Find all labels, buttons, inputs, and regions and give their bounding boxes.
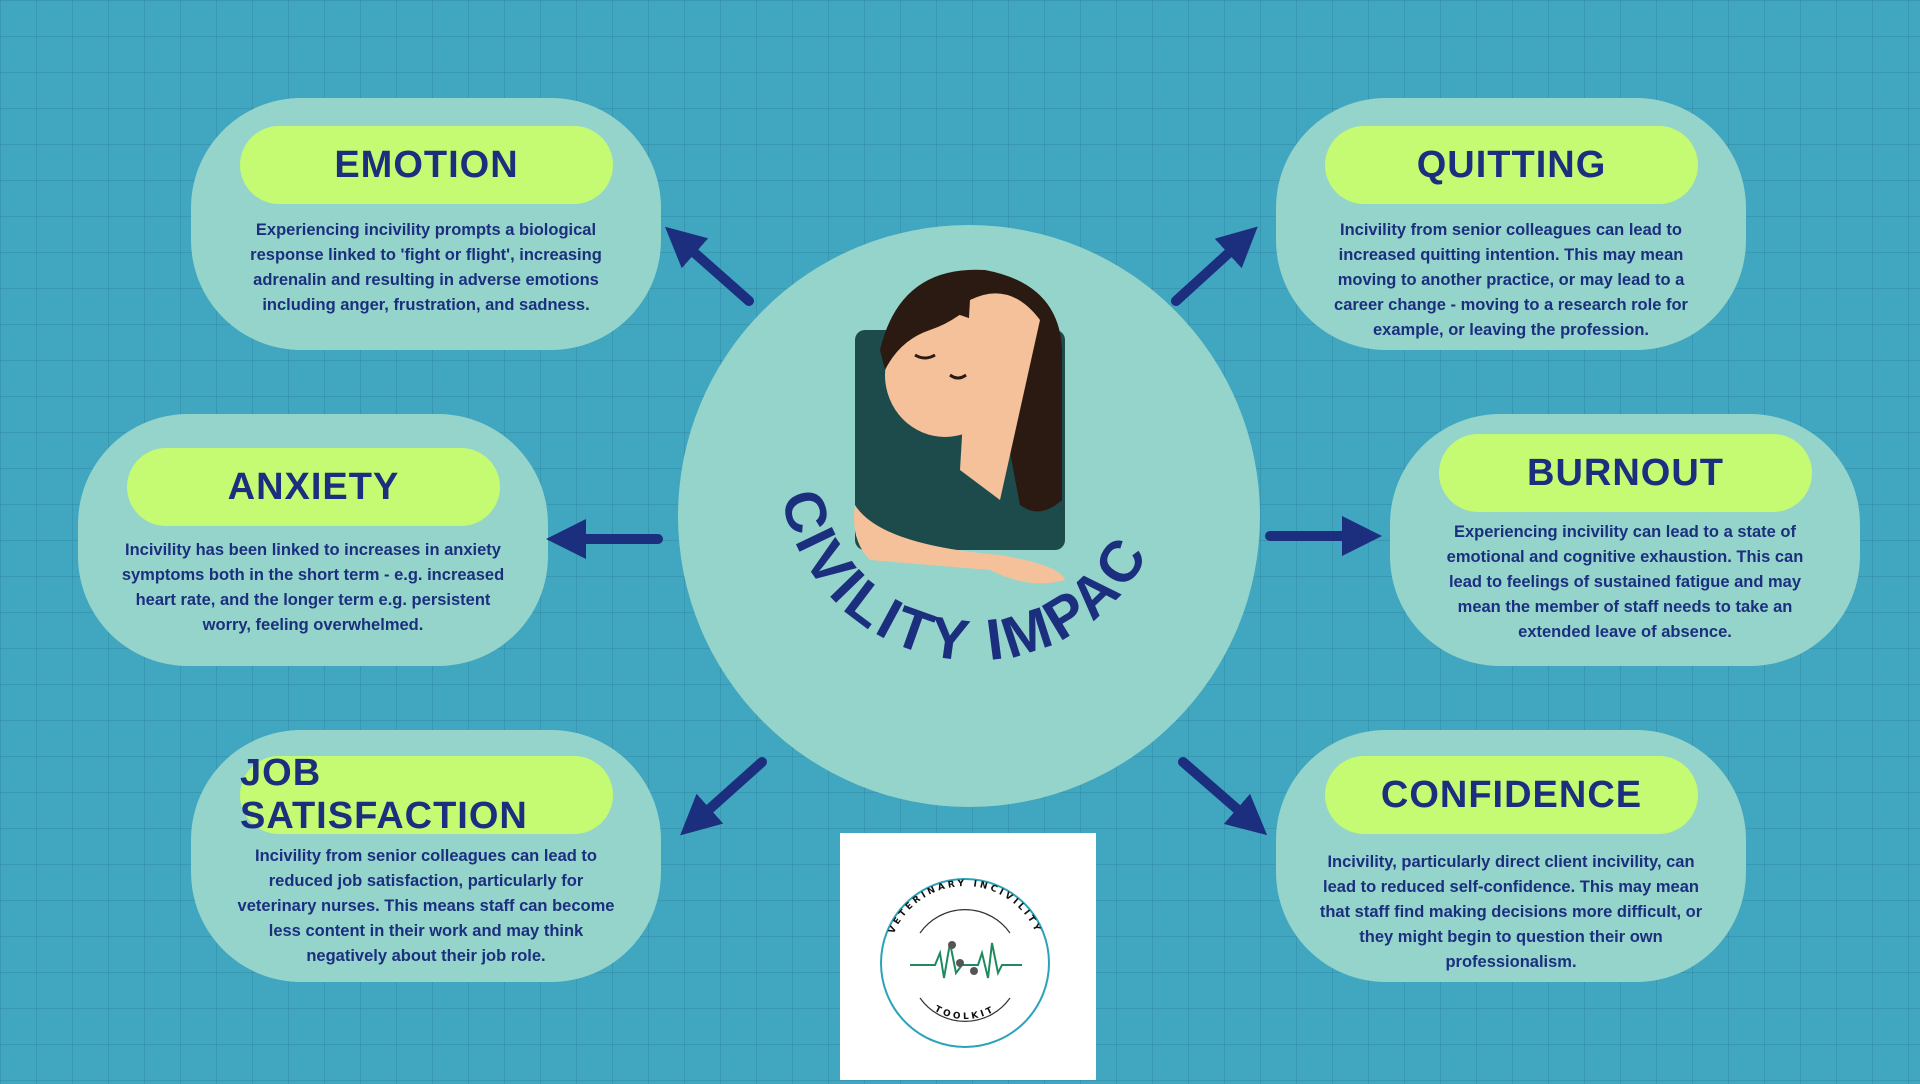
card-confidence: CONFIDENCE Incivility, particularly dire… [1276,730,1746,982]
card-title: JOB SATISFACTION [240,752,613,837]
stressed-woman-illustration [854,269,1065,584]
card-text: Incivility, particularly direct client i… [1319,853,1703,971]
arrow-emotion [665,226,754,306]
svg-text:TOOLKIT: TOOLKIT [933,1004,997,1022]
card-quitting: QUITTING Incivility from senior colleagu… [1276,98,1746,350]
card-anxiety: ANXIETY Incivility has been linked to in… [78,414,548,666]
arrow-job-satisfaction [680,757,767,836]
card-title: QUITTING [1325,126,1698,204]
card-burnout: BURNOUT Experiencing incivility can lead… [1390,414,1860,666]
arrow-confidence [1178,757,1268,836]
card-emotion: EMOTION Experiencing incivility prompts … [191,98,661,350]
card-title: CONFIDENCE [1325,756,1698,834]
card-text: Incivility has been linked to increases … [121,541,505,634]
card-text: Incivility from senior colleagues can le… [1334,221,1688,339]
card-text: Incivility from senior colleagues can le… [237,847,615,965]
card-text: Experiencing incivility prompts a biolog… [250,221,602,314]
arrow-quitting [1171,226,1258,306]
card-job-satisfaction: JOB SATISFACTION Incivility from senior … [191,730,661,982]
svg-text:VETERINARY INCIVILITY: VETERINARY INCIVILITY [887,879,1043,935]
card-title: EMOTION [240,126,613,204]
logo-panel: VETERINARY INCIVILITY TOOLKIT [840,833,1096,1080]
card-text: Experiencing incivility can lead to a st… [1446,523,1804,641]
veterinary-incivility-toolkit-logo: VETERINARY INCIVILITY TOOLKIT [880,878,1050,1048]
card-title: ANXIETY [127,448,500,526]
card-title: BURNOUT [1439,434,1812,512]
